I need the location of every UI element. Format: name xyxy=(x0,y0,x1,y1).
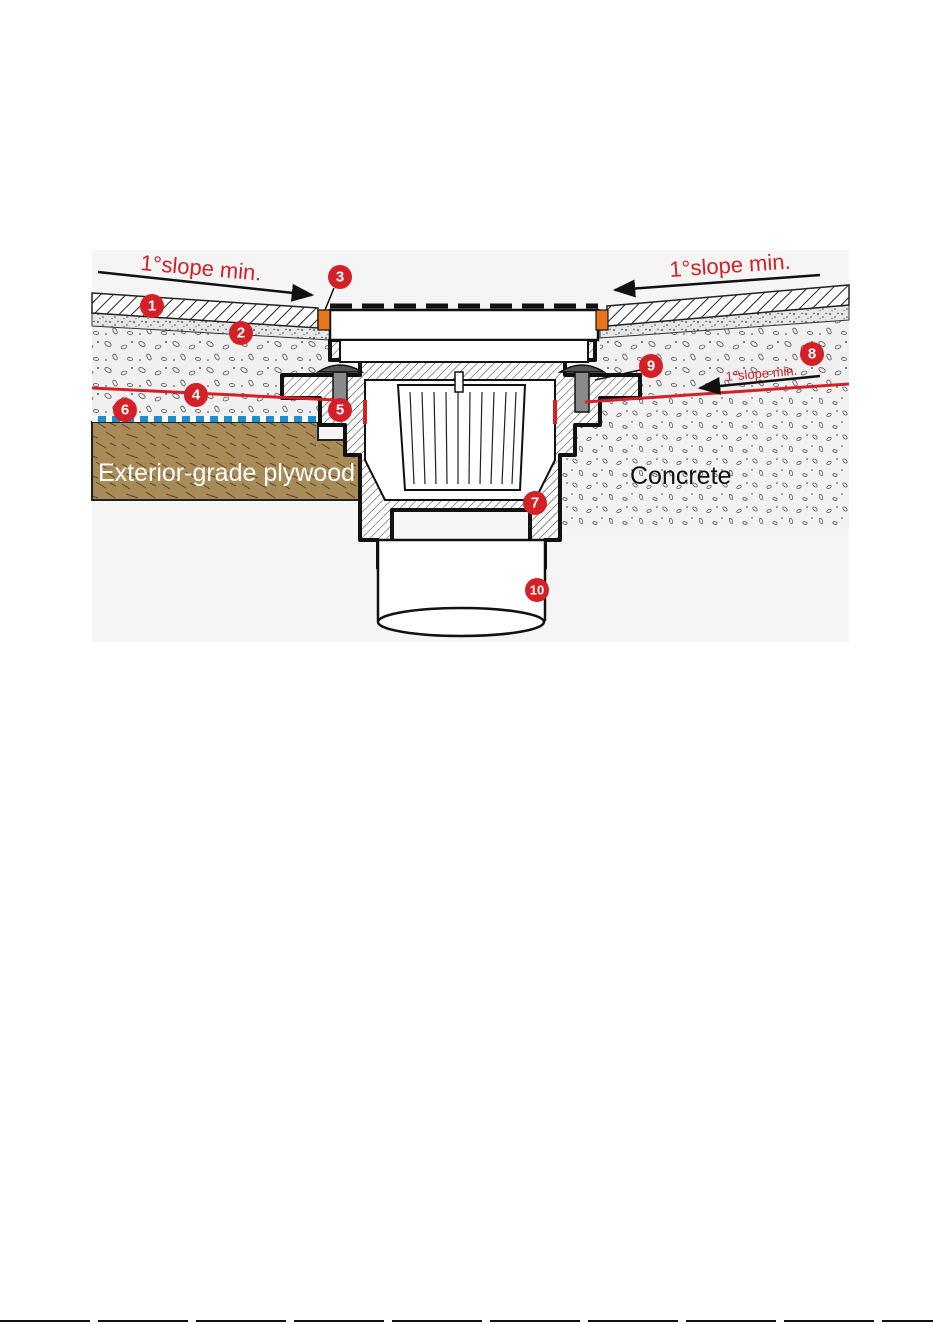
callout-4: 4 xyxy=(184,383,208,407)
svg-text:7: 7 xyxy=(531,495,539,512)
svg-text:8: 8 xyxy=(808,346,816,363)
svg-text:6: 6 xyxy=(121,402,129,419)
svg-text:9: 9 xyxy=(647,358,655,375)
callout-1: 1 xyxy=(140,294,164,318)
drain-grate-frame xyxy=(330,310,598,340)
callout-5: 5 xyxy=(328,398,352,422)
membrane-clamp-right xyxy=(553,400,557,424)
plywood-label: Exterior-grade plywood xyxy=(98,459,355,487)
gasket-left xyxy=(318,310,330,330)
callout-6: 6 xyxy=(113,398,137,422)
callout-8: 8 xyxy=(800,342,824,366)
callout-2: 2 xyxy=(229,321,253,345)
svg-text:10: 10 xyxy=(530,583,544,598)
svg-text:4: 4 xyxy=(192,387,201,404)
svg-text:2: 2 xyxy=(237,325,245,342)
membrane-clamp-left xyxy=(363,400,367,424)
concrete-layer-right xyxy=(560,380,849,530)
gasket-right xyxy=(596,310,608,330)
concrete-label: Concrete xyxy=(630,462,731,490)
drain-top-insert xyxy=(340,340,588,362)
basket-handle xyxy=(455,372,463,392)
outlet-pipe-mouth xyxy=(378,608,544,636)
callout-9: 9 xyxy=(639,354,663,378)
svg-text:5: 5 xyxy=(336,402,344,419)
callout-10: 10 xyxy=(525,578,549,602)
callout-3: 3 xyxy=(328,265,352,289)
svg-text:3: 3 xyxy=(336,269,344,286)
callout-7: 7 xyxy=(523,491,547,515)
svg-text:1: 1 xyxy=(148,298,156,315)
